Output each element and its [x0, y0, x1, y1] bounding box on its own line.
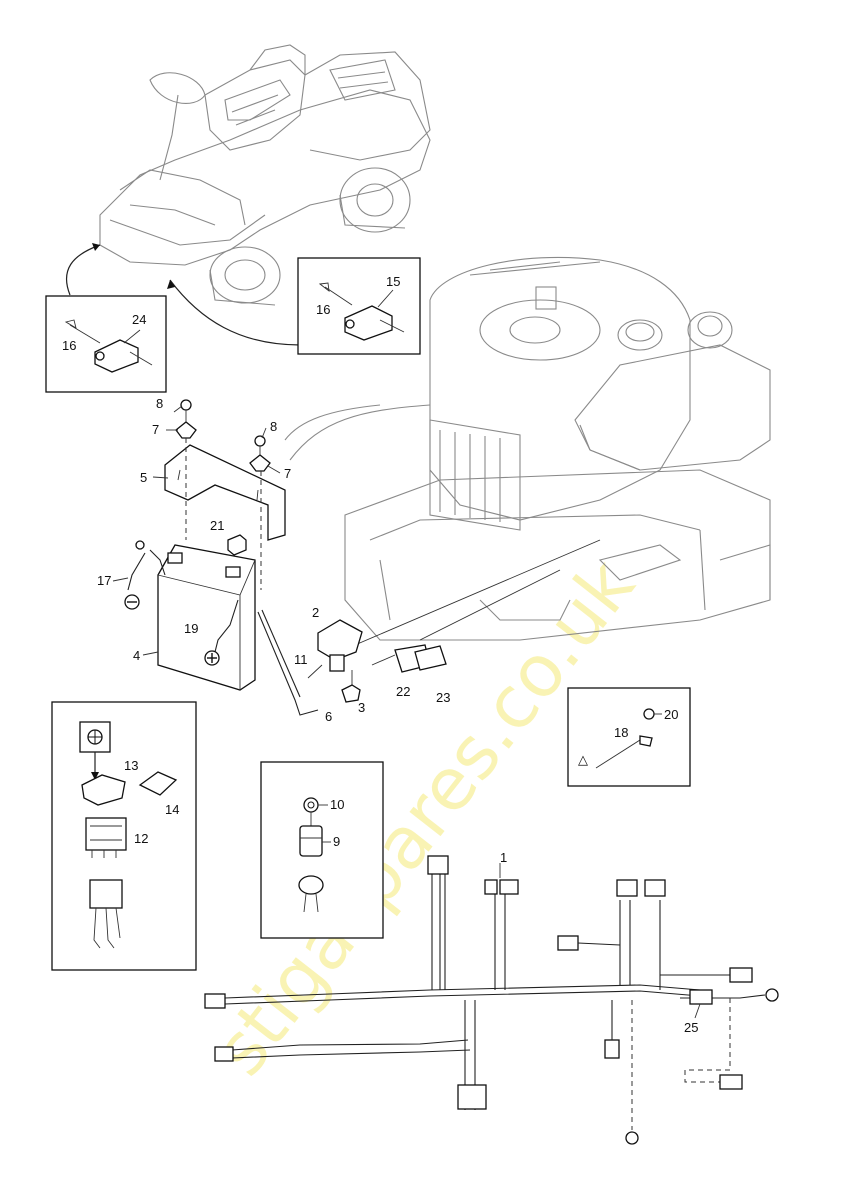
battery-assembly: 8 7 8 7 5 21 17 19 4 6 — [97, 396, 332, 724]
label-16a: 16 — [62, 338, 76, 353]
label-16b: 16 — [316, 302, 330, 317]
label-8a: 8 — [156, 396, 163, 411]
label-25: 25 — [684, 1020, 698, 1035]
label-10: 10 — [330, 797, 344, 812]
wiring-harness: 1 25 — [204, 850, 779, 1145]
label-18: 18 — [614, 725, 628, 740]
label-24: 24 — [132, 312, 146, 327]
relay-switch-group: 2 11 3 22 23 — [294, 605, 450, 715]
inset-box-switch-panel: 13 14 12 — [51, 701, 197, 971]
inset-box-switch-15: 16 15 — [297, 257, 421, 355]
label-17: 17 — [97, 573, 111, 588]
label-19: 19 — [184, 621, 198, 636]
label-1: 1 — [500, 850, 507, 865]
arrow-15-to-mower — [169, 279, 301, 346]
label-6: 6 — [325, 709, 332, 724]
inset-box-switch-24: 16 24 — [45, 295, 167, 393]
label-4: 4 — [133, 648, 140, 663]
label-11: 11 — [294, 652, 308, 667]
warning-symbol: △ — [578, 752, 588, 767]
label-5: 5 — [140, 470, 147, 485]
inset-box-sensor: 10 9 — [260, 761, 384, 939]
inset-box-ground-cable: △ 18 20 — [567, 687, 691, 787]
engine-illustration — [284, 256, 771, 641]
mower-illustration — [99, 44, 431, 306]
label-20: 20 — [664, 707, 678, 722]
label-15: 15 — [386, 274, 400, 289]
label-12: 12 — [134, 831, 148, 846]
label-2: 2 — [312, 605, 319, 620]
label-3: 3 — [358, 700, 365, 715]
label-8b: 8 — [270, 419, 277, 434]
label-7b: 7 — [284, 466, 291, 481]
label-13: 13 — [124, 758, 138, 773]
label-7a: 7 — [152, 422, 159, 437]
label-23: 23 — [436, 690, 450, 705]
label-21: 21 — [210, 518, 224, 533]
label-9: 9 — [333, 834, 340, 849]
label-22: 22 — [396, 684, 410, 699]
label-14: 14 — [165, 802, 179, 817]
arrow-24-to-mower — [65, 244, 101, 296]
